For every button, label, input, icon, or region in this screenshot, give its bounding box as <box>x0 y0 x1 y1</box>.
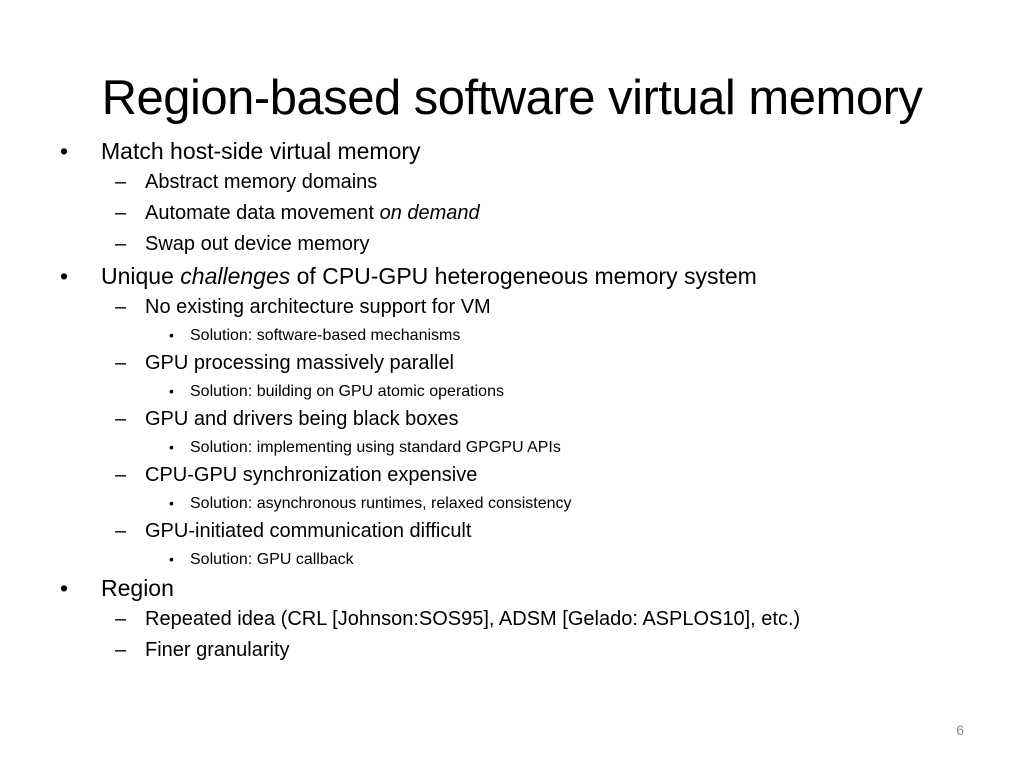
sub-bullet-text: Automate data movement <box>145 202 380 224</box>
sub-bullet-item: – Automate data movement on demand <box>60 198 990 229</box>
small-bullet-marker: • <box>169 327 174 343</box>
sub-bullet-item: – CPU-GPU synchronization expensive <box>60 460 990 491</box>
page-number: 6 <box>956 722 964 738</box>
bullet-marker: • <box>60 263 69 289</box>
solution-text: Solution: software-based mechanisms <box>190 327 461 344</box>
bullet-text: of CPU-GPU heterogeneous memory system <box>290 263 757 289</box>
bullet-text: Match host-side virtual memory <box>101 138 421 164</box>
dash-marker: – <box>115 202 127 224</box>
sub-sub-bullet-item: • Solution: software-based mechanisms <box>60 323 990 348</box>
small-bullet-marker: • <box>169 495 174 511</box>
emphasis-text: on demand <box>379 202 480 224</box>
sub-bullet-text: CPU-GPU synchronization expensive <box>145 464 478 486</box>
slide-title: Region-based software virtual memory <box>101 71 923 125</box>
solution-text: Solution: asynchronous runtimes, relaxed… <box>190 495 572 512</box>
dash-marker: – <box>115 639 127 661</box>
dash-marker: – <box>115 233 127 255</box>
dash-marker: – <box>115 352 127 374</box>
sub-bullet-text: GPU and drivers being black boxes <box>145 408 459 430</box>
solution-text: Solution: implementing using standard GP… <box>190 439 561 456</box>
small-bullet-marker: • <box>169 551 174 567</box>
dash-marker: – <box>115 520 127 542</box>
bullet-text: Region <box>101 575 174 601</box>
sub-bullet-text: GPU processing massively parallel <box>145 352 455 374</box>
bullet-marker: • <box>60 138 69 164</box>
bullet-item: • Match host-side virtual memory <box>60 136 990 167</box>
sub-bullet-text: Repeated idea (CRL [Johnson:SOS95], ADSM… <box>145 608 801 630</box>
sub-sub-bullet-item: • Solution: building on GPU atomic opera… <box>60 379 990 404</box>
sub-bullet-item: – Finer granularity <box>60 635 990 666</box>
bullet-text: Unique <box>101 263 181 289</box>
bullet-item: • Region <box>60 573 990 604</box>
sub-bullet-item: – Repeated idea (CRL [Johnson:SOS95], AD… <box>60 604 990 635</box>
sub-bullet-text: No existing architecture support for VM <box>145 296 491 318</box>
sub-bullet-item: – Swap out device memory <box>60 229 990 260</box>
dash-marker: – <box>115 608 127 630</box>
sub-sub-bullet-item: • Solution: GPU callback <box>60 547 990 572</box>
solution-text: Solution: GPU callback <box>190 551 354 568</box>
sub-bullet-text: Finer granularity <box>145 639 290 661</box>
sub-bullet-item: – No existing architecture support for V… <box>60 292 990 323</box>
sub-sub-bullet-item: • Solution: implementing using standard … <box>60 435 990 460</box>
small-bullet-marker: • <box>169 439 174 455</box>
sub-bullet-item: – Abstract memory domains <box>60 167 990 198</box>
sub-bullet-item: – GPU-initiated communication difficult <box>60 516 990 547</box>
dash-marker: – <box>115 408 127 430</box>
sub-sub-bullet-item: • Solution: asynchronous runtimes, relax… <box>60 491 990 516</box>
dash-marker: – <box>115 171 127 193</box>
small-bullet-marker: • <box>169 383 174 399</box>
sub-bullet-item: – GPU processing massively parallel <box>60 348 990 379</box>
emphasis-text: challenges <box>180 263 291 289</box>
dash-marker: – <box>115 464 127 486</box>
sub-bullet-text: GPU-initiated communication difficult <box>145 520 472 542</box>
bullet-item: • Unique challenges of CPU-GPU heterogen… <box>60 261 990 292</box>
sub-bullet-item: – GPU and drivers being black boxes <box>60 404 990 435</box>
sub-bullet-text: Swap out device memory <box>145 233 370 255</box>
solution-text: Solution: building on GPU atomic operati… <box>190 383 504 400</box>
dash-marker: – <box>115 296 127 318</box>
bullet-marker: • <box>60 575 69 601</box>
sub-bullet-text: Abstract memory domains <box>145 171 378 193</box>
bullet-list: • Match host-side virtual memory – Abstr… <box>60 136 990 666</box>
